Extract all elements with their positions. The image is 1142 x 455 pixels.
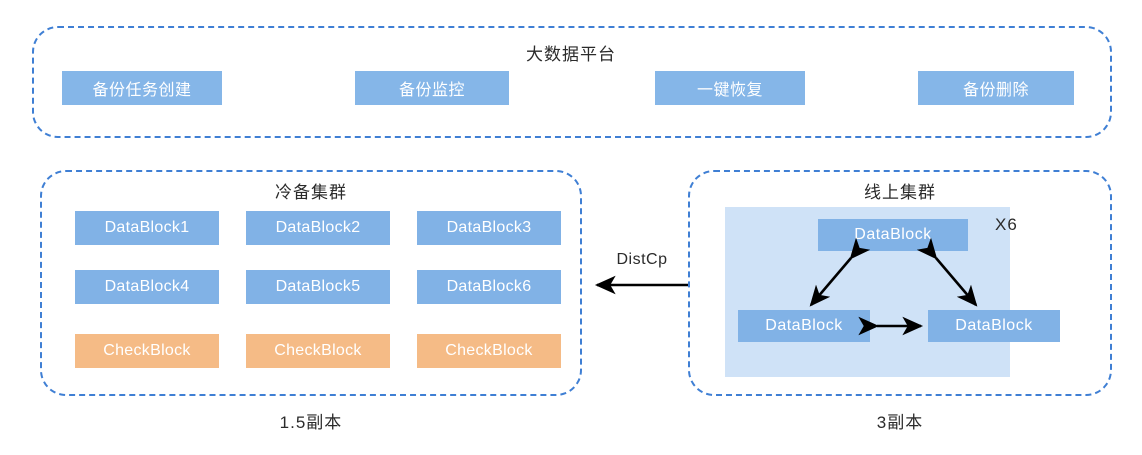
cold-data-block-2: DataBlock2 bbox=[246, 211, 390, 245]
cold-check-block-2: CheckBlock bbox=[246, 334, 390, 368]
cold-data-block-3: DataBlock3 bbox=[417, 211, 561, 245]
online-cluster-caption: 3副本 bbox=[876, 413, 924, 432]
backup-delete-button[interactable]: 备份删除 bbox=[918, 71, 1074, 105]
cold-data-block-5: DataBlock5 bbox=[246, 270, 390, 304]
backup-task-create-button[interactable]: 备份任务创建 bbox=[62, 71, 222, 105]
distcp-label: DistCp bbox=[616, 251, 668, 268]
cold-check-block-3: CheckBlock bbox=[417, 334, 561, 368]
online-data-block-top: DataBlock bbox=[818, 219, 968, 251]
cold-data-block-6: DataBlock6 bbox=[417, 270, 561, 304]
cold-data-block-4: DataBlock4 bbox=[75, 270, 219, 304]
cold-cluster-caption: 1.5副本 bbox=[279, 413, 343, 432]
platform-title: 大数据平台 bbox=[526, 45, 616, 64]
online-data-block-right: DataBlock bbox=[928, 310, 1060, 342]
online-cluster-title: 线上集群 bbox=[864, 183, 936, 202]
one-click-restore-button[interactable]: 一键恢复 bbox=[655, 71, 805, 105]
online-data-block-left: DataBlock bbox=[738, 310, 870, 342]
cold-data-block-1: DataBlock1 bbox=[75, 211, 219, 245]
cold-cluster-title: 冷备集群 bbox=[275, 183, 347, 202]
replica-multiplier-label: X6 bbox=[995, 215, 1018, 234]
backup-monitor-button[interactable]: 备份监控 bbox=[355, 71, 509, 105]
cold-check-block-1: CheckBlock bbox=[75, 334, 219, 368]
